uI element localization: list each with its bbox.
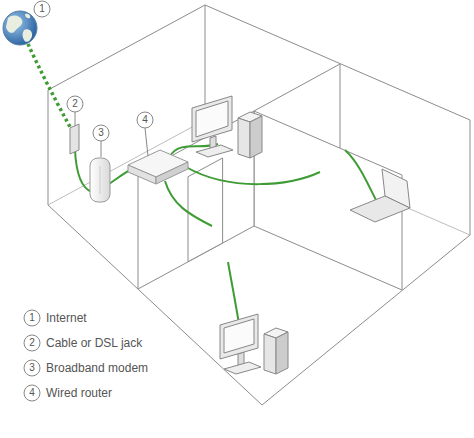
router-side xyxy=(156,162,188,184)
callout-circle xyxy=(24,385,40,401)
cable xyxy=(345,150,376,200)
internet-link xyxy=(28,44,74,134)
floor-front-edge xyxy=(48,205,470,405)
monitor-screen xyxy=(196,101,228,137)
legend-text: Internet xyxy=(46,311,87,325)
back-corner xyxy=(205,5,206,120)
callout-circle xyxy=(24,310,40,326)
callout-number: 1 xyxy=(34,1,50,17)
wired-router xyxy=(128,150,188,184)
laptop-computer xyxy=(350,169,410,222)
callout-number: 3 xyxy=(93,125,109,141)
tower-side xyxy=(250,116,262,158)
cable xyxy=(75,150,92,192)
monitor xyxy=(220,314,258,359)
keyboard xyxy=(196,145,233,157)
modem-detail xyxy=(100,166,101,194)
callout-circle xyxy=(67,96,83,112)
laptop-base xyxy=(350,196,410,222)
callout-circles xyxy=(24,1,153,401)
callout-number: 2 xyxy=(24,335,40,351)
tower-front xyxy=(238,118,250,158)
continent xyxy=(6,16,22,33)
leader-line xyxy=(75,112,76,126)
legend-entry: Cable or DSL jack xyxy=(46,335,142,351)
internet-globe xyxy=(3,11,37,45)
tower-front xyxy=(264,334,276,374)
legend-entry: Broadband modem xyxy=(46,360,148,376)
callout-circle xyxy=(137,112,153,128)
door-opening xyxy=(188,158,223,262)
callout-number: 4 xyxy=(24,385,40,401)
legend-text: Broadband modem xyxy=(46,361,148,375)
cable xyxy=(165,181,212,226)
callout-number: 3 xyxy=(24,360,40,376)
leader-line xyxy=(145,128,148,156)
desktop-computer xyxy=(192,96,262,158)
wall-jack xyxy=(70,124,79,154)
legend-entry: Wired router xyxy=(46,385,112,401)
legend-text: Wired router xyxy=(46,386,112,400)
router-front xyxy=(128,165,156,184)
callout-circle xyxy=(24,335,40,351)
network-cables xyxy=(75,144,376,330)
callout-circle xyxy=(93,125,109,141)
cable xyxy=(186,167,320,184)
desktop-computer xyxy=(220,314,288,374)
broadband-modem xyxy=(90,158,110,202)
continent xyxy=(25,14,30,19)
monitor xyxy=(192,96,232,142)
continents xyxy=(6,14,32,42)
leader-line xyxy=(101,141,102,157)
legend-entry: Internet xyxy=(46,310,87,326)
callout-circle xyxy=(24,360,40,376)
monitor-screen xyxy=(224,319,254,353)
legend-text: Cable or DSL jack xyxy=(46,336,142,350)
keyboard xyxy=(224,362,261,374)
tower-side xyxy=(276,332,288,374)
modem-body xyxy=(90,158,110,202)
callout-number: 1 xyxy=(24,310,40,326)
globe xyxy=(3,11,37,45)
callout-number: 2 xyxy=(67,96,83,112)
continent xyxy=(23,29,33,41)
callout-number: 4 xyxy=(137,112,153,128)
callout-circle xyxy=(34,1,50,17)
